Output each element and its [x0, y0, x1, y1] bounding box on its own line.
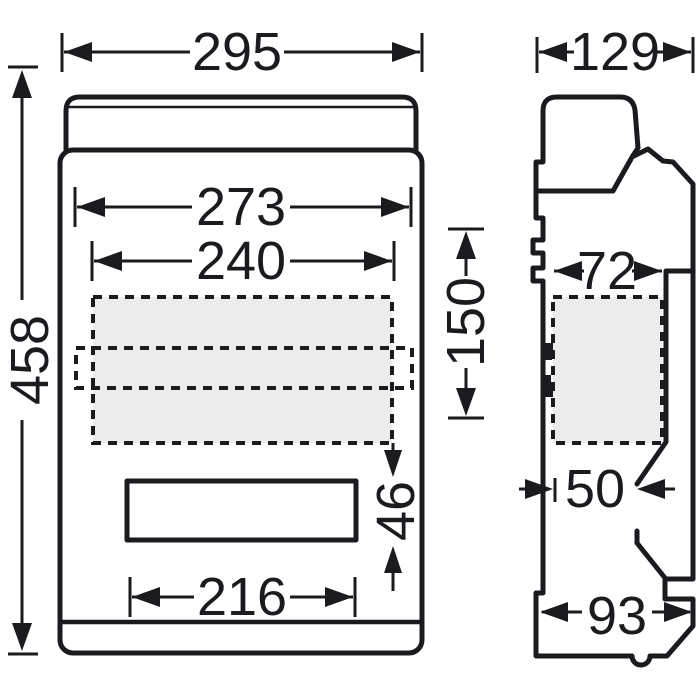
dim-knockout-field-depth: 72	[554, 241, 662, 301]
arrow-left-icon	[554, 261, 582, 281]
dim-slot-height: 46	[366, 443, 426, 591]
side-inner-contour-lower	[634, 528, 668, 581]
arrow-left-icon	[637, 479, 665, 499]
side-cover-bottom-line	[533, 156, 634, 194]
arrow-right-icon	[634, 261, 662, 281]
arrow-right-icon	[663, 42, 691, 62]
arrow-right-icon	[392, 42, 420, 62]
arrow-left-icon	[77, 197, 105, 217]
front-body-outline	[57, 147, 425, 656]
arrow-down-icon	[384, 450, 402, 477]
dim-lower-depth: 50	[519, 459, 675, 519]
arrow-left-icon	[94, 251, 122, 271]
arrow-right-icon	[525, 479, 553, 499]
dim-label-overall-width: 295	[192, 22, 282, 82]
dim-inner-width-upper: 273	[73, 177, 413, 237]
arrow-right-icon	[664, 602, 692, 622]
side-inner-contour-upper	[634, 268, 696, 487]
arrow-left-icon	[132, 587, 160, 607]
arrow-down-icon	[12, 623, 32, 651]
dim-label-inner-width-upper: 273	[196, 177, 286, 237]
arrow-right-icon	[364, 251, 392, 271]
arrow-up-icon	[456, 231, 476, 259]
arrow-left-icon	[540, 602, 568, 622]
dim-overall-width: 295	[60, 22, 424, 82]
side-view	[530, 94, 696, 668]
front-view	[57, 94, 425, 656]
dim-label-overall-depth: 129	[570, 22, 660, 82]
dim-label-inner-width-lower: 240	[196, 231, 286, 291]
dim-inner-width-lower: 240	[90, 231, 396, 291]
front-cover-outline	[63, 94, 419, 153]
dim-bottom-width: 216	[128, 567, 357, 627]
dim-knockout-field-height: 150	[436, 227, 496, 420]
dim-label-lower-depth: 50	[565, 459, 625, 519]
arrow-right-icon	[325, 587, 353, 607]
dim-overall-depth: 129	[535, 22, 695, 82]
dim-label-bottom-depth: 93	[587, 586, 647, 646]
arrow-up-icon	[384, 546, 402, 573]
arrow-right-icon	[381, 197, 409, 217]
front-slot-opening	[124, 478, 359, 543]
side-knockout-field	[551, 295, 664, 445]
arrow-left-icon	[539, 42, 567, 62]
arrow-up-icon	[12, 70, 32, 98]
arrow-left-icon	[64, 42, 92, 62]
dim-label-bottom-width: 216	[197, 567, 287, 627]
dim-overall-height: 458	[0, 65, 60, 656]
dim-label-knockout-field-height: 150	[436, 277, 496, 367]
dim-label-overall-height: 458	[0, 315, 60, 405]
front-knockout-band	[74, 346, 414, 390]
front-knockout-field	[91, 295, 394, 445]
dim-label-knockout-field-depth: 72	[577, 241, 637, 301]
dim-bottom-depth: 93	[540, 586, 692, 646]
arrow-down-icon	[456, 388, 476, 416]
dim-label-slot-height: 46	[366, 481, 426, 541]
